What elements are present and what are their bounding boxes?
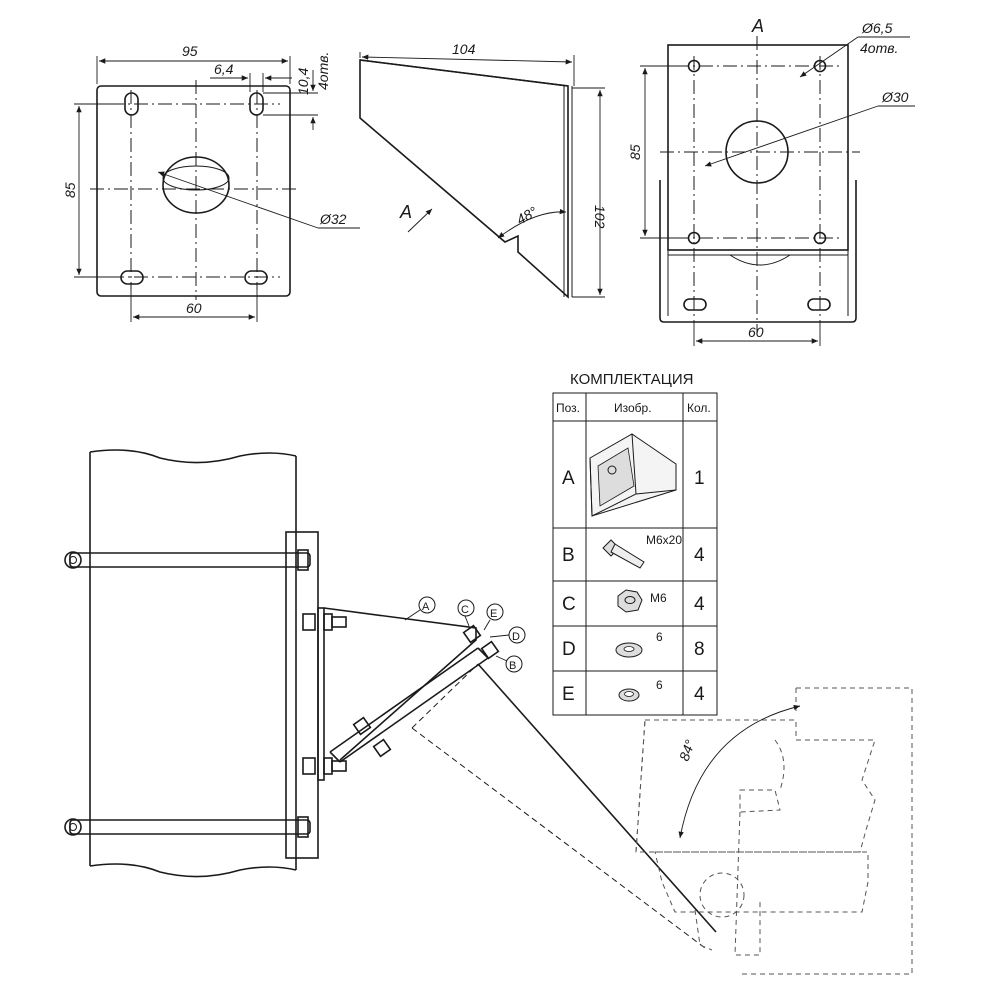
kit-row-pos: B [562, 545, 575, 566]
kit-row-note: M6x20 [646, 533, 682, 547]
kit-row-note: 6 [656, 678, 663, 692]
plate-outline [96, 85, 291, 297]
angle-84-label: 84° [676, 737, 698, 763]
dim-height-label: 85 [62, 182, 78, 198]
svg-text:A: A [422, 601, 430, 613]
kit-row-qty: 4 [694, 545, 705, 566]
bolt-arm-bottom [352, 716, 392, 758]
dim-slot-count-label: 4отв. [315, 52, 331, 90]
dim-height-label: 85 [627, 144, 643, 160]
callout-c [457, 599, 475, 617]
nut-icon [617, 589, 643, 613]
dim-hole-small-label: Ø6,5 [861, 20, 893, 36]
callouts: A C E D B [404, 596, 526, 673]
kit-header-image: Изобр. [614, 401, 652, 415]
dim-spacing-label: 60 [186, 300, 202, 316]
kit-row-pos: D [562, 639, 576, 660]
dim-width-label: 95 [182, 43, 198, 59]
view-a: A Ø6,5 4отв. Ø30 85 60 [627, 16, 915, 346]
washer-icon [615, 642, 643, 658]
kit-row-pos: C [562, 594, 576, 615]
center-hole [162, 156, 230, 214]
pole-assembly [64, 449, 717, 949]
callout-e [486, 603, 504, 621]
kit-row-pos: A [562, 468, 575, 489]
kit-row-qty: 1 [694, 468, 705, 489]
bracket-icon [589, 433, 677, 517]
plate-front-view: 95 6,4 10,4 4отв. 85 Ø32 60 [62, 43, 360, 322]
kit-row-note: M6 [650, 591, 667, 605]
callout-d [508, 626, 526, 644]
svg-text:C: C [461, 604, 469, 616]
kit-row-note: 6 [656, 630, 663, 644]
kit-header-pos: Поз. [556, 401, 580, 415]
bolt-lower [302, 757, 347, 775]
side-profile [359, 59, 569, 299]
svg-text:E: E [490, 608, 497, 620]
bolt-upper [302, 613, 347, 631]
kit-row-pos: E [562, 684, 575, 705]
kit-row-qty: 8 [694, 639, 705, 660]
clamp-top [64, 549, 311, 571]
kit-table: КОМПЛЕКТАЦИЯ Поз. Изобр. Кол. A 1 B M6x2… [552, 371, 718, 716]
mounting-plate [285, 531, 319, 859]
dim-hole-label: Ø30 [881, 89, 909, 105]
clamp-bottom [64, 816, 311, 838]
view-a-label: A [399, 202, 412, 222]
dim-hole-label: Ø32 [319, 211, 347, 227]
dim-slot-height-label: 10,4 [295, 68, 311, 95]
dim-length-label: 104 [452, 41, 476, 57]
kit-header-qty: Кол. [687, 401, 711, 415]
dim-slot-label: 6,4 [214, 61, 234, 77]
kit-title: КОМПЛЕКТАЦИЯ [570, 371, 693, 388]
callout-a [418, 596, 436, 614]
dim-spacing-label: 60 [748, 324, 764, 340]
kit-row-qty: 4 [694, 684, 705, 705]
svg-text:B: B [509, 660, 516, 672]
view-a-plate [667, 44, 849, 251]
bolt-arm-top [462, 624, 500, 660]
camera-outline: 84° [635, 687, 913, 975]
view-a-title: A [751, 16, 764, 36]
bracket-side-view: 104 102 48° A [359, 41, 608, 299]
kit-row-qty: 4 [694, 594, 705, 615]
angle-label: 48° [514, 203, 541, 228]
dim-height-label: 102 [592, 205, 608, 229]
bolt-icon [602, 539, 645, 569]
spring-washer-icon [618, 688, 640, 702]
callout-b [505, 655, 523, 673]
dim-hole-count-label: 4отв. [860, 40, 898, 56]
bracket-arm [329, 647, 479, 753]
svg-text:D: D [512, 631, 520, 643]
